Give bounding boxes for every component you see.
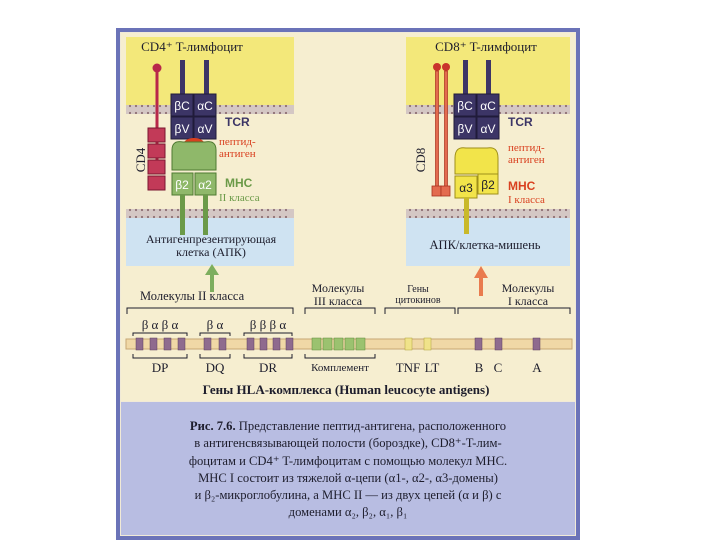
caption-line-3: фоцитам и CD4⁺ T-лимфоцитам с помощью мо…: [188, 453, 508, 468]
cd4-panel: CD4⁺ T-лимфоцит CD4 βC αC βV αV TCR пепт…: [126, 37, 294, 266]
class3-label-1: Молекулы: [312, 281, 365, 295]
cytokine-label-1: Гены: [407, 284, 429, 295]
beta-v-right: βV: [458, 122, 473, 136]
dq-subunits: β α: [207, 317, 224, 332]
mhc1-dom-1: α3: [459, 181, 473, 195]
tcr-right: [453, 60, 500, 140]
caption-line-5: и β₂-микроглобулина, а MHC II — из двух …: [194, 488, 502, 503]
mhc2-label: MHC: [225, 176, 253, 190]
apc-cytoplasm-left: [126, 218, 294, 266]
mhc2: [171, 141, 217, 235]
tcr-label-right: TCR: [508, 115, 533, 129]
arrow-up-orange: [474, 266, 488, 296]
hla-c-label: C: [494, 360, 503, 375]
apc-label-1: Антигенпрезентирующая: [146, 232, 277, 246]
gene-marks-class2: [135, 337, 294, 351]
peptide-label-left-1: пептид-: [219, 136, 256, 148]
lt-label: LT: [425, 360, 440, 375]
complement-label: Комплемент: [311, 362, 369, 374]
apc-membrane-dots-right: [408, 208, 568, 219]
caption-line-1: Представление пептид-антигена, расположе…: [238, 419, 507, 433]
apc-label-2: клетка (АПК): [176, 245, 246, 259]
beta-c-left: βC: [174, 99, 190, 113]
beta-c-right: βC: [457, 99, 473, 113]
arrow-up-green: [205, 264, 219, 292]
cd4-coreceptor: [147, 63, 166, 191]
beta-v-left: βV: [175, 122, 190, 136]
mhc2-dom-2: α2: [198, 178, 212, 192]
peptide-label-right-1: пептид-: [508, 142, 545, 154]
apc-membrane-left: [126, 209, 294, 218]
mhc1-dom-2: β2: [481, 178, 495, 192]
figure-caption: Рис. 7.6. Представление пептид-антигена,…: [128, 418, 568, 522]
caption-line-4: MHC I состоит из тяжелой α-цепи (α1-, α2…: [198, 470, 498, 485]
caption-line-2: в антигенсвязывающей полости (бороздке),…: [194, 436, 502, 451]
tnf-label: TNF: [396, 360, 421, 375]
hla-b-label: B: [475, 360, 484, 375]
dp-label: DP: [152, 360, 169, 375]
upper-brackets: [126, 307, 571, 314]
gene-map: Молекулы II класса Молекулы III класса Г…: [125, 281, 573, 397]
dp-subunits: β α β α: [142, 317, 179, 332]
cd8-title: CD8⁺ T-лимфоцит: [435, 39, 537, 54]
hla-complex-title: Гены HLA-комплекса (Human leucocyte anti…: [203, 382, 490, 397]
mhc1-label: MHC: [508, 179, 536, 193]
tcr-label-left: TCR: [225, 115, 250, 129]
caption-line-6: доменами α₂, β₂, α₁, β₁: [288, 505, 408, 520]
dq-label: DQ: [206, 360, 225, 375]
mhc1-class-label: I класса: [508, 194, 545, 206]
dr-label: DR: [259, 360, 277, 375]
apc-cytoplasm-right: [406, 218, 570, 266]
cd4-title: CD4⁺ T-лимфоцит: [141, 39, 243, 54]
dr-subunits: β β β α: [250, 317, 287, 332]
apc-membrane-right: [406, 209, 570, 218]
cd8-coreceptor: [431, 63, 451, 197]
alpha-v-right: αV: [481, 122, 496, 136]
cytokine-label-2: цитокинов: [395, 295, 441, 306]
gene-marks-complement: [311, 337, 366, 351]
cd4-label: CD4: [133, 147, 148, 172]
caption-title: Рис. 7.6.: [189, 419, 236, 433]
peptide-label-left-2: антиген: [219, 148, 256, 160]
tcr-left: [170, 60, 217, 140]
mhc1: [454, 147, 499, 234]
mhc2-class-label: II класса: [219, 192, 260, 204]
gene-marks-cytokines: [404, 337, 432, 351]
class1-label-2: I класса: [508, 294, 549, 308]
peptide-label-right-2: антиген: [508, 154, 545, 166]
apc-target-label: АПК/клетка-мишень: [430, 238, 541, 252]
alpha-c-right: αC: [480, 99, 496, 113]
caption-background: [121, 402, 575, 535]
alpha-v-left: αV: [198, 122, 213, 136]
class3-label-2: III класса: [314, 294, 363, 308]
mhc2-dom-1: β2: [175, 178, 189, 192]
lower-brackets: [132, 354, 376, 359]
gene-marks-class1: [474, 337, 541, 351]
cd8-panel: CD8⁺ T-лимфоцит CD8 βC αC βV αV TCR пепт…: [406, 37, 570, 266]
subunit-brackets: [132, 332, 293, 336]
alpha-c-left: αC: [197, 99, 213, 113]
cd8-label: CD8: [413, 148, 428, 173]
class2-label: Молекулы II класса: [140, 289, 245, 303]
class1-label-1: Молекулы: [502, 281, 555, 295]
hla-a-label: A: [532, 360, 542, 375]
